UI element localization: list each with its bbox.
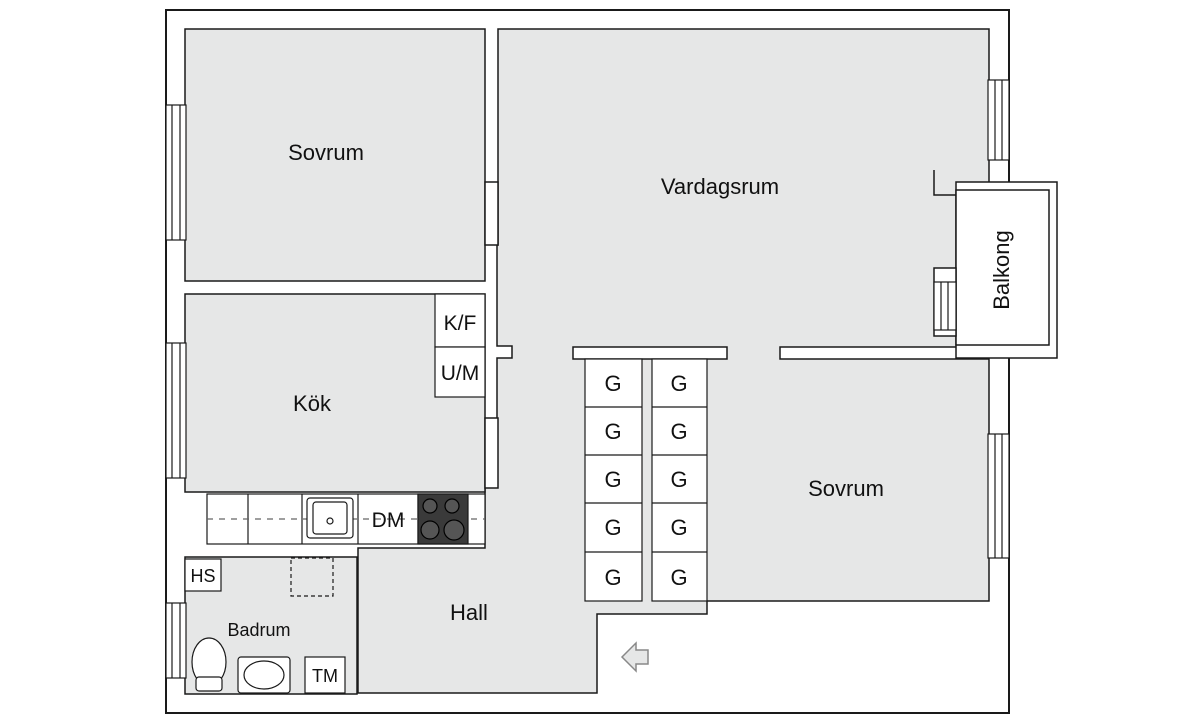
microwave-oven bbox=[434, 346, 486, 398]
label-dishwasher: DM bbox=[372, 509, 405, 532]
balcony-wall bbox=[933, 170, 956, 196]
windows bbox=[165, 79, 1010, 679]
sink bbox=[306, 497, 354, 539]
washbasin bbox=[237, 656, 291, 694]
wardrobe-columns bbox=[584, 358, 708, 602]
label-bedroom-1: Sovrum bbox=[288, 140, 364, 165]
label-washing-machine: TM bbox=[312, 666, 338, 686]
window-living-room-2 bbox=[933, 281, 957, 331]
label-living-room: Vardagsrum bbox=[661, 174, 779, 199]
fixture-labels: K/F U/M DM HS TM bbox=[190, 312, 479, 686]
wardrobe-label: G bbox=[670, 565, 687, 590]
label-fridge-freezer: K/F bbox=[444, 312, 477, 335]
wardrobe-label: G bbox=[604, 419, 621, 444]
window-bedroom-2 bbox=[987, 433, 1010, 559]
label-kitchen: Kök bbox=[293, 391, 332, 416]
window-living-room bbox=[987, 79, 1010, 161]
balcony-inner bbox=[955, 189, 1050, 346]
washing-machine bbox=[304, 656, 346, 694]
label-hall: Hall bbox=[450, 600, 488, 625]
window-bathroom bbox=[165, 602, 187, 679]
wardrobe-label: G bbox=[604, 371, 621, 396]
room-labels: Sovrum Vardagsrum Balkong Kök Sovrum Hal… bbox=[227, 140, 1013, 640]
stove bbox=[417, 493, 469, 545]
kitchen-counter bbox=[206, 493, 486, 545]
fridge-freezer bbox=[434, 293, 486, 348]
toilet bbox=[191, 637, 227, 692]
bathroom-fixtures bbox=[184, 557, 346, 694]
drying-cabinet bbox=[184, 558, 222, 592]
wardrobe-label: G bbox=[604, 515, 621, 540]
wardrobe-label: G bbox=[604, 565, 621, 590]
door-kitchen bbox=[484, 417, 499, 489]
label-bathroom: Badrum bbox=[227, 620, 290, 640]
kitchen-appliance-column bbox=[434, 293, 486, 398]
wardrobe-label: G bbox=[670, 515, 687, 540]
wardrobe-label: G bbox=[670, 467, 687, 492]
label-drying-cabinet: HS bbox=[190, 566, 215, 586]
floor-bedroom-1 bbox=[184, 28, 486, 282]
wardrobe-labels: G G G G G G G G G G bbox=[604, 371, 687, 590]
label-microwave-oven: U/M bbox=[441, 362, 480, 385]
label-balcony: Balkong bbox=[989, 230, 1014, 310]
door-bedroom-2-wall-left bbox=[572, 346, 728, 360]
wardrobe-label: G bbox=[604, 467, 621, 492]
entrance-arrow-icon bbox=[620, 641, 649, 673]
door-bedroom-1 bbox=[484, 181, 499, 246]
shower-area bbox=[290, 557, 334, 597]
door-openings bbox=[484, 181, 728, 489]
window-bedroom-1 bbox=[165, 104, 187, 241]
wardrobe-label: G bbox=[670, 371, 687, 396]
window-kitchen bbox=[165, 342, 187, 479]
label-bedroom-2: Sovrum bbox=[808, 476, 884, 501]
wardrobe-label: G bbox=[670, 419, 687, 444]
